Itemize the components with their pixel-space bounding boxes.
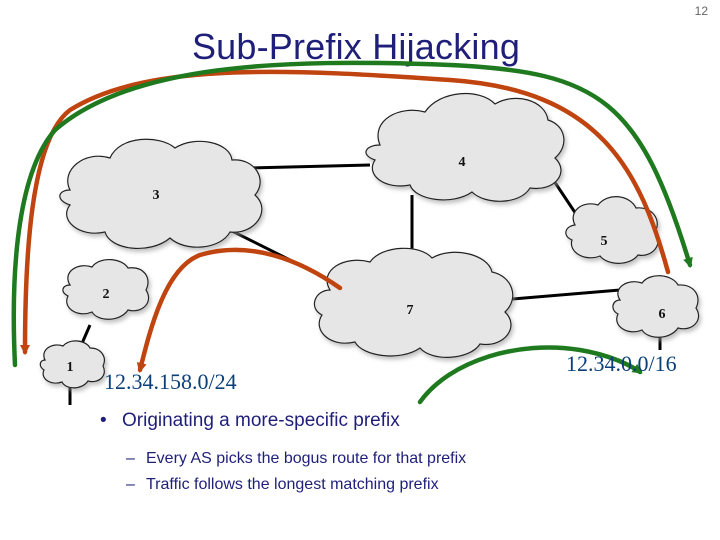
route-arrows (11, 60, 693, 405)
as3-label: 3 (153, 188, 160, 203)
as2-cloud (62, 259, 150, 320)
as7-label: 7 (407, 303, 414, 318)
bogus-route-arrow-mid (136, 247, 343, 373)
bogus-route-arrow-top (20, 69, 671, 355)
as6-label: 6 (659, 307, 666, 322)
sub-bullet-mark: – (126, 450, 135, 467)
bullet-main-text: Originating a more-specific prefix (122, 410, 400, 431)
as-clouds (39, 92, 700, 389)
hijacked-prefix-label: 12.34.158.0/24 (104, 369, 237, 394)
bullet-main: • Originating a more-specific prefix (100, 410, 700, 432)
sub-bullet: – Traffic follows the longest matching p… (126, 476, 700, 494)
as4-cloud (365, 92, 565, 202)
as6-cloud (612, 275, 700, 338)
link-7-6 (499, 288, 621, 302)
sub-bullet-text: Traffic follows the longest matching pre… (146, 476, 439, 493)
as7-cloud (313, 247, 514, 358)
bullet-mark: • (100, 410, 107, 431)
as5-label: 5 (601, 234, 608, 249)
as3-cloud (59, 138, 263, 250)
as1-cloud (39, 340, 105, 389)
as1-label: 1 (67, 360, 74, 375)
as-labels: 1 2 3 4 5 6 7 (67, 155, 666, 375)
sub-bullet-mark: – (126, 476, 135, 493)
as4-label: 4 (459, 155, 466, 170)
as2-label: 2 (103, 287, 110, 302)
link-3-4 (249, 163, 371, 170)
bullet-list: • Originating a more-specific prefix – E… (100, 410, 700, 502)
legitimate-prefix-label: 12.34.0.0/16 (566, 351, 677, 376)
sub-bullet-list: – Every AS picks the bogus route for tha… (126, 450, 700, 494)
slide-title: Sub-Prefix Hijacking (191, 26, 521, 67)
as5-cloud (565, 196, 659, 264)
sub-bullet: – Every AS picks the bogus route for tha… (126, 450, 700, 468)
slide-number: 12 (694, 4, 708, 18)
legit-route-arrow-top (11, 60, 693, 368)
legit-route-arrow-bottom (417, 345, 643, 405)
sub-bullet-text: Every AS picks the bogus route for that … (146, 450, 467, 467)
